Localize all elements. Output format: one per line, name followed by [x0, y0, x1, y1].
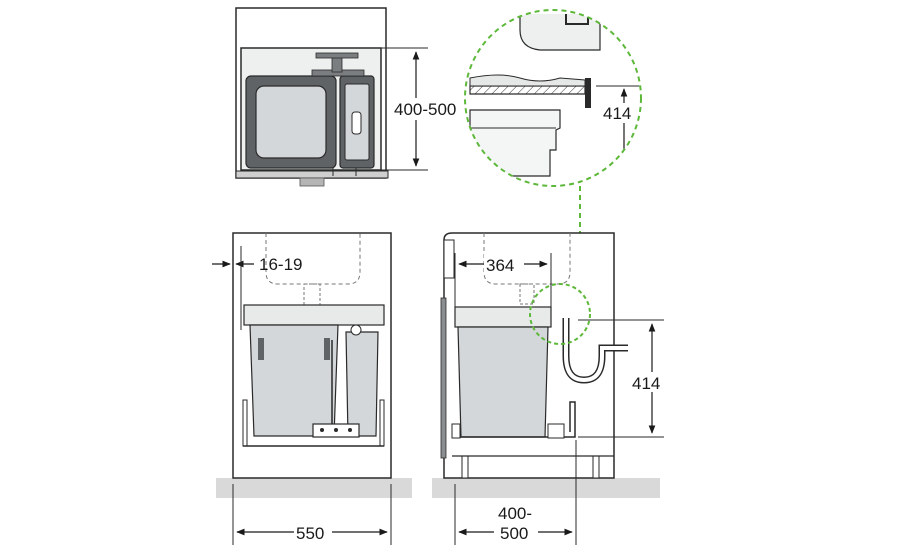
detail-worktop — [469, 85, 586, 95]
side-view: 364 414 400- 500 — [432, 232, 672, 545]
side-height-label: 414 — [632, 374, 660, 393]
side-bin — [457, 326, 549, 438]
side-depth-label-line1: 400- — [498, 504, 532, 523]
side-door — [440, 297, 447, 459]
side-width-label: 364 — [486, 256, 514, 275]
top-small-bin-handle — [351, 111, 362, 135]
top-large-bin-opening — [255, 85, 327, 159]
side-detail-circle — [529, 283, 591, 345]
front-offset-label: 16-19 — [259, 255, 302, 274]
side-top-plate — [454, 306, 552, 328]
top-view: 400-500 — [235, 7, 463, 187]
top-lid-bar — [315, 52, 359, 59]
front-view: 16-19 550 — [212, 232, 412, 545]
top-depth-label: 400-500 — [394, 100, 456, 119]
detail-circle — [464, 9, 642, 187]
floor-left — [216, 478, 412, 498]
top-lid-post — [331, 55, 343, 73]
detail-callout: 414 — [464, 9, 642, 292]
front-top-plate — [243, 304, 385, 326]
front-small-bin — [345, 331, 379, 437]
front-width-label: 550 — [296, 524, 324, 543]
floor-right — [432, 478, 660, 498]
detail-height-label: 414 — [603, 104, 631, 123]
top-floor-bar — [235, 170, 389, 179]
detail-bin-top — [469, 109, 561, 177]
top-handle — [299, 177, 325, 187]
side-depth-label-line2: 500 — [500, 524, 528, 543]
